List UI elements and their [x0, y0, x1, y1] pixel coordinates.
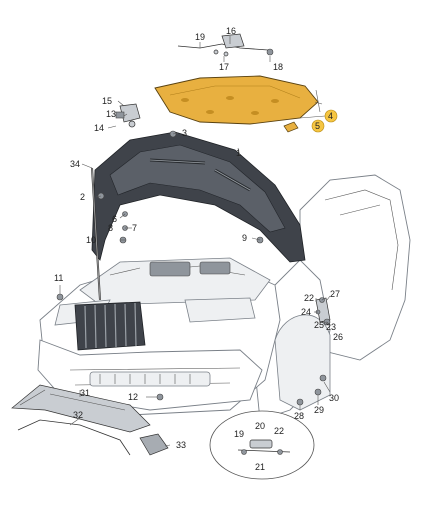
prop-rod-34[interactable] — [91, 167, 101, 301]
callout-33: 33 — [176, 440, 186, 450]
cowl-panel-part-31-32[interactable] — [11, 384, 151, 456]
callout-15: 15 — [102, 96, 112, 106]
callout-25: 25 — [314, 320, 324, 330]
callout-29: 29 — [314, 405, 324, 415]
callout-7: 7 — [132, 223, 137, 233]
callout-21: 21 — [255, 462, 265, 472]
callout-11: 11 — [54, 273, 63, 283]
hood-part-1[interactable] — [91, 131, 306, 263]
callout-4-badge[interactable]: 4 — [324, 109, 338, 123]
hood-lock-assembly[interactable] — [115, 103, 141, 128]
callout-14: 14 — [94, 123, 104, 133]
callout-2: 2 — [80, 192, 85, 202]
clip-part-5[interactable] — [283, 121, 299, 133]
cover-part-33[interactable] — [139, 433, 169, 456]
leader-lines — [59, 36, 331, 447]
callout-20: 20 — [255, 421, 265, 431]
callout-5: 5 — [315, 121, 320, 131]
callout-24: 24 — [301, 307, 311, 317]
callout-19: 19 — [195, 32, 205, 42]
callout-labels: 1 2 3 4 5 6 7 8 9 10 11 12 13 14 15 16 1… — [54, 26, 343, 472]
callout-4: 4 — [328, 111, 333, 121]
callout-1: 1 — [236, 148, 241, 158]
callout-32: 32 — [73, 410, 83, 420]
callout-inset-22: 22 — [274, 426, 284, 436]
callout-inset-19: 19 — [234, 429, 244, 439]
callout-3: 3 — [182, 128, 187, 138]
callout-23: 23 — [326, 322, 336, 332]
callout-13: 13 — [106, 109, 116, 119]
callout-9: 9 — [242, 233, 247, 243]
insulation-pad-part-4[interactable] — [154, 75, 319, 125]
callout-26: 26 — [333, 332, 343, 342]
callout-18: 18 — [273, 62, 283, 72]
grille-slats — [84, 302, 137, 349]
release-cable-assembly[interactable] — [177, 33, 274, 57]
callout-31: 31 — [80, 388, 90, 398]
callout-5-badge[interactable]: 5 — [311, 119, 325, 133]
callout-30: 30 — [329, 393, 339, 403]
callout-10: 10 — [86, 235, 96, 245]
callout-34: 34 — [70, 159, 80, 169]
callout-17: 17 — [219, 62, 229, 72]
callout-16: 16 — [226, 26, 236, 36]
callout-12: 12 — [128, 392, 138, 402]
callout-8: 8 — [108, 223, 113, 233]
inset-detail — [209, 410, 315, 480]
callout-28: 28 — [294, 411, 304, 421]
callout-22: 22 — [304, 293, 314, 303]
callout-6: 6 — [112, 214, 117, 224]
callout-27: 27 — [330, 289, 340, 299]
